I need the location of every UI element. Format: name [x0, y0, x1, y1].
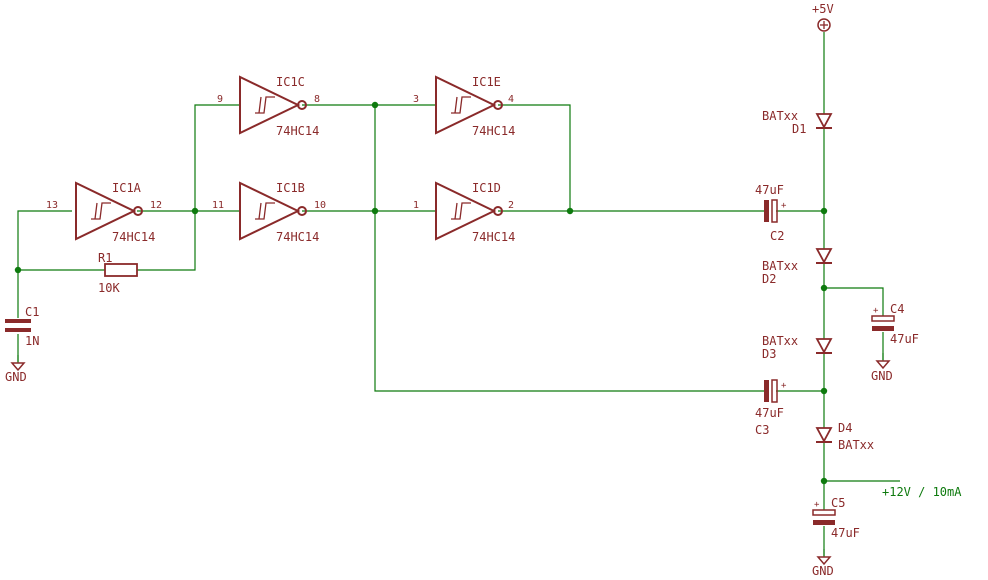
- pin-number: 4: [508, 94, 514, 105]
- capacitor-c5: + C5 47uF: [812, 496, 860, 540]
- capacitor-ref-label: C3: [755, 423, 769, 437]
- output-net-label: +12V / 10mA: [882, 485, 962, 499]
- gate-part-label: 74HC14: [276, 230, 319, 244]
- pin-number: 2: [508, 200, 514, 211]
- pin-number: 3: [413, 94, 419, 105]
- ground-label: GND: [5, 370, 27, 384]
- gate-part-label: 74HC14: [276, 124, 319, 138]
- junctions: [14, 101, 828, 485]
- capacitor-value-label: 47uF: [755, 406, 784, 420]
- supply-label: +5V: [812, 2, 834, 16]
- diode-d1: BATxx D1: [762, 109, 833, 136]
- capacitor-ref-label: C4: [890, 302, 904, 316]
- capacitor-c2: + 47uF C2: [755, 183, 787, 243]
- capacitor-c3: + 47uF C3: [755, 379, 787, 437]
- gate-ic1a: IC1A 74HC14 13 12: [46, 181, 162, 244]
- polarity-plus-mark: +: [873, 306, 879, 316]
- gate-part-label: 74HC14: [112, 230, 155, 244]
- gate-ref-label: IC1B: [276, 181, 305, 195]
- gate-ic1e: IC1E 74HC14 3 4: [413, 75, 515, 138]
- diode-ref-label: D4: [838, 421, 852, 435]
- pin-number: 12: [150, 200, 162, 211]
- diode-part-label: BATxx: [762, 259, 798, 273]
- capacitor-ref-label: C2: [770, 229, 784, 243]
- ground-label: GND: [812, 564, 834, 578]
- capacitor-c4: + C4 47uF: [871, 302, 919, 346]
- resistor-value-label: 10K: [98, 281, 120, 295]
- ground-c4: GND: [871, 352, 893, 383]
- ground-c1: GND: [5, 354, 27, 384]
- ground-c5: GND: [812, 548, 834, 578]
- pin-number: 1: [413, 200, 419, 211]
- diode-part-label: BATxx: [762, 334, 798, 348]
- diode-d3: BATxx D3: [762, 334, 833, 361]
- diode-part-label: BATxx: [838, 438, 874, 452]
- pin-number: 11: [212, 200, 224, 211]
- resistor-ref-label: R1: [98, 251, 112, 265]
- gate-ic1d: IC1D 74HC14 1 2: [413, 181, 515, 244]
- polarity-plus-mark: +: [781, 381, 787, 391]
- pin-number: 8: [314, 94, 320, 105]
- pin-number: 13: [46, 200, 58, 211]
- ground-label: GND: [871, 369, 893, 383]
- pin-number: 10: [314, 200, 326, 211]
- gate-part-label: 74HC14: [472, 230, 515, 244]
- capacitor-ref-label: C5: [831, 496, 845, 510]
- diode-ref-label: D3: [762, 347, 776, 361]
- gate-ref-label: IC1A: [112, 181, 142, 195]
- diode-ref-label: D2: [762, 272, 776, 286]
- capacitor-c1: C1 1N: [5, 305, 39, 348]
- polarity-plus-mark: +: [781, 201, 787, 211]
- diode-part-label: BATxx: [762, 109, 798, 123]
- gate-part-label: 74HC14: [472, 124, 515, 138]
- gate-ref-label: IC1E: [472, 75, 501, 89]
- capacitor-value-label: 47uF: [755, 183, 784, 197]
- supply-5v: +5V: [812, 2, 834, 32]
- capacitor-value-label: 47uF: [890, 332, 919, 346]
- diode-d4: D4 BATxx: [815, 421, 874, 452]
- gate-ic1b: IC1B 74HC14 11 10: [212, 181, 326, 244]
- capacitor-value-label: 1N: [25, 334, 39, 348]
- gate-ref-label: IC1C: [276, 75, 305, 89]
- gate-ic1c: IC1C 74HC14 9 8: [217, 75, 320, 138]
- diode-d2: BATxx D2: [762, 248, 833, 286]
- polarity-plus-mark: +: [814, 500, 820, 510]
- gate-ref-label: IC1D: [472, 181, 501, 195]
- pin-number: 9: [217, 94, 223, 105]
- wires: [17, 32, 900, 556]
- resistor-r1: R1 10K: [98, 251, 138, 295]
- capacitor-ref-label: C1: [25, 305, 39, 319]
- diode-ref-label: D1: [792, 122, 806, 136]
- capacitor-value-label: 47uF: [831, 526, 860, 540]
